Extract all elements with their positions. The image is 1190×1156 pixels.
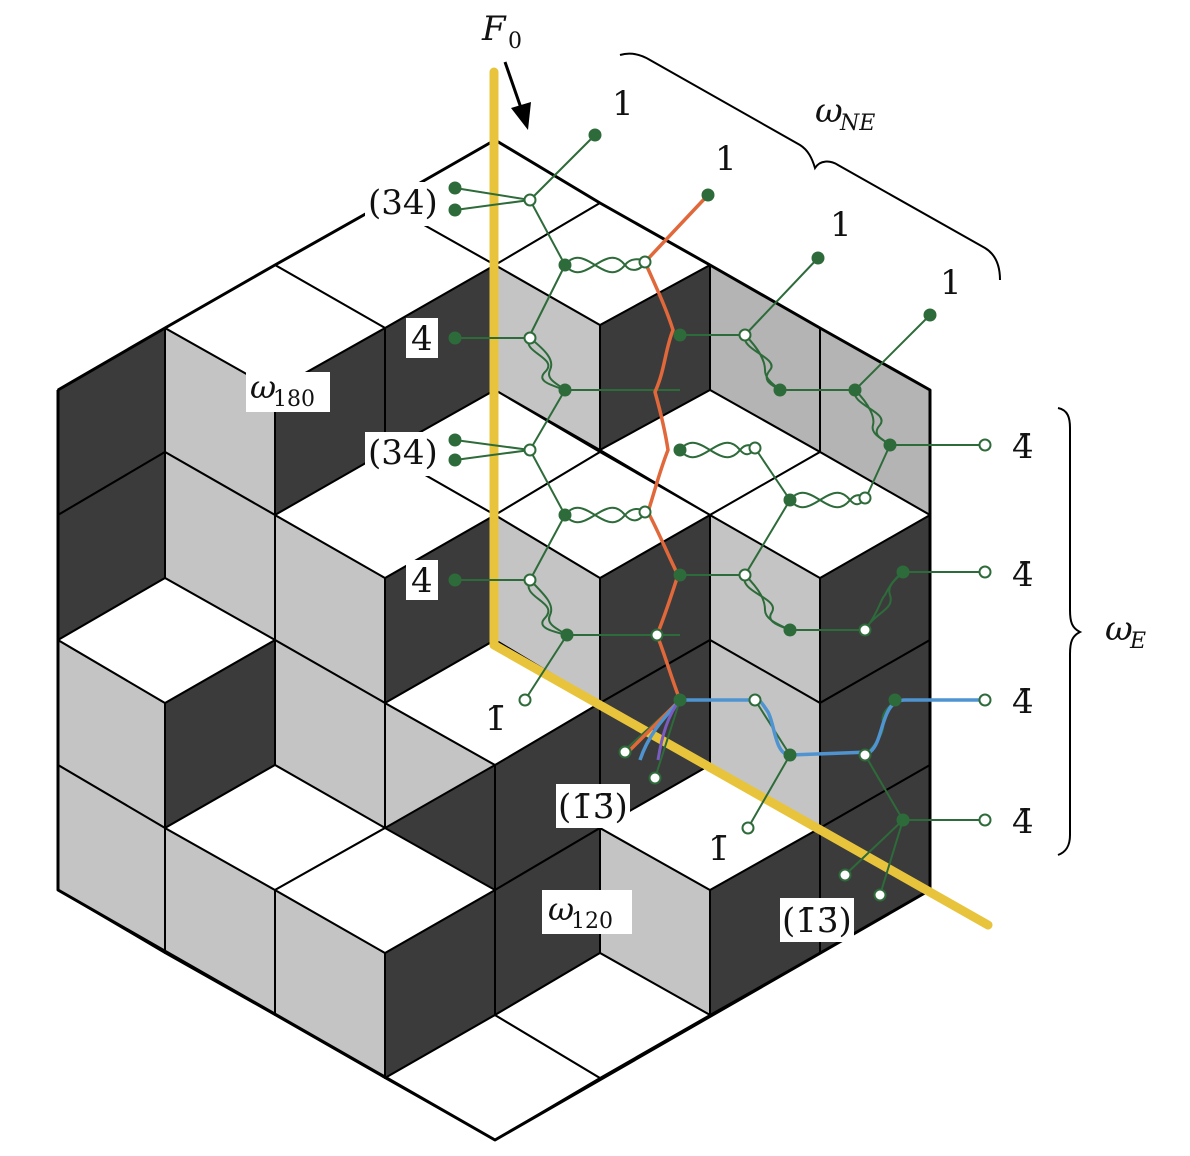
svg-text:E: E [1129,629,1146,654]
label-bar4-c: 4̄ [1012,682,1034,722]
omega-120-label: ω 120 [542,890,632,934]
label-bar4-a: 4̄ [1012,427,1034,467]
svg-text:0: 0 [508,29,522,54]
label-34-b: (34) [368,433,438,473]
f0-label: F 0 [481,9,522,54]
omega-ne-label: ω NE [815,91,875,136]
f0-arrow [505,62,531,130]
label-bar4-b: 4̄ [1012,555,1034,595]
label-one-d: 1 [940,263,962,303]
label-one-a: 1 [612,84,634,124]
label-four-a: 4 [411,319,433,359]
label-bar13-b: (1̄3̄) [782,901,852,941]
svg-text:ω: ω [815,91,843,131]
label-bar13-a: (1̄3̄) [558,787,628,827]
svg-text:180: 180 [273,387,315,412]
svg-text:120: 120 [571,909,613,934]
svg-text:ω: ω [1105,609,1133,649]
svg-text:F: F [481,9,507,49]
label-bar4-d: 4̄ [1012,802,1034,842]
label-four-b: 4 [411,561,433,601]
label-34-a: (34) [368,183,438,223]
label-one-b: 1 [715,139,737,179]
label-bar1-b: 1̄ [708,829,730,869]
label-bar1-a: 1̄ [485,699,507,739]
omega-180-label: ω 180 [246,368,330,412]
svg-text:NE: NE [839,111,875,136]
label-one-c: 1 [830,205,852,245]
omega-e-label: ω E [1105,609,1146,654]
omega-e-brace [1058,408,1080,855]
